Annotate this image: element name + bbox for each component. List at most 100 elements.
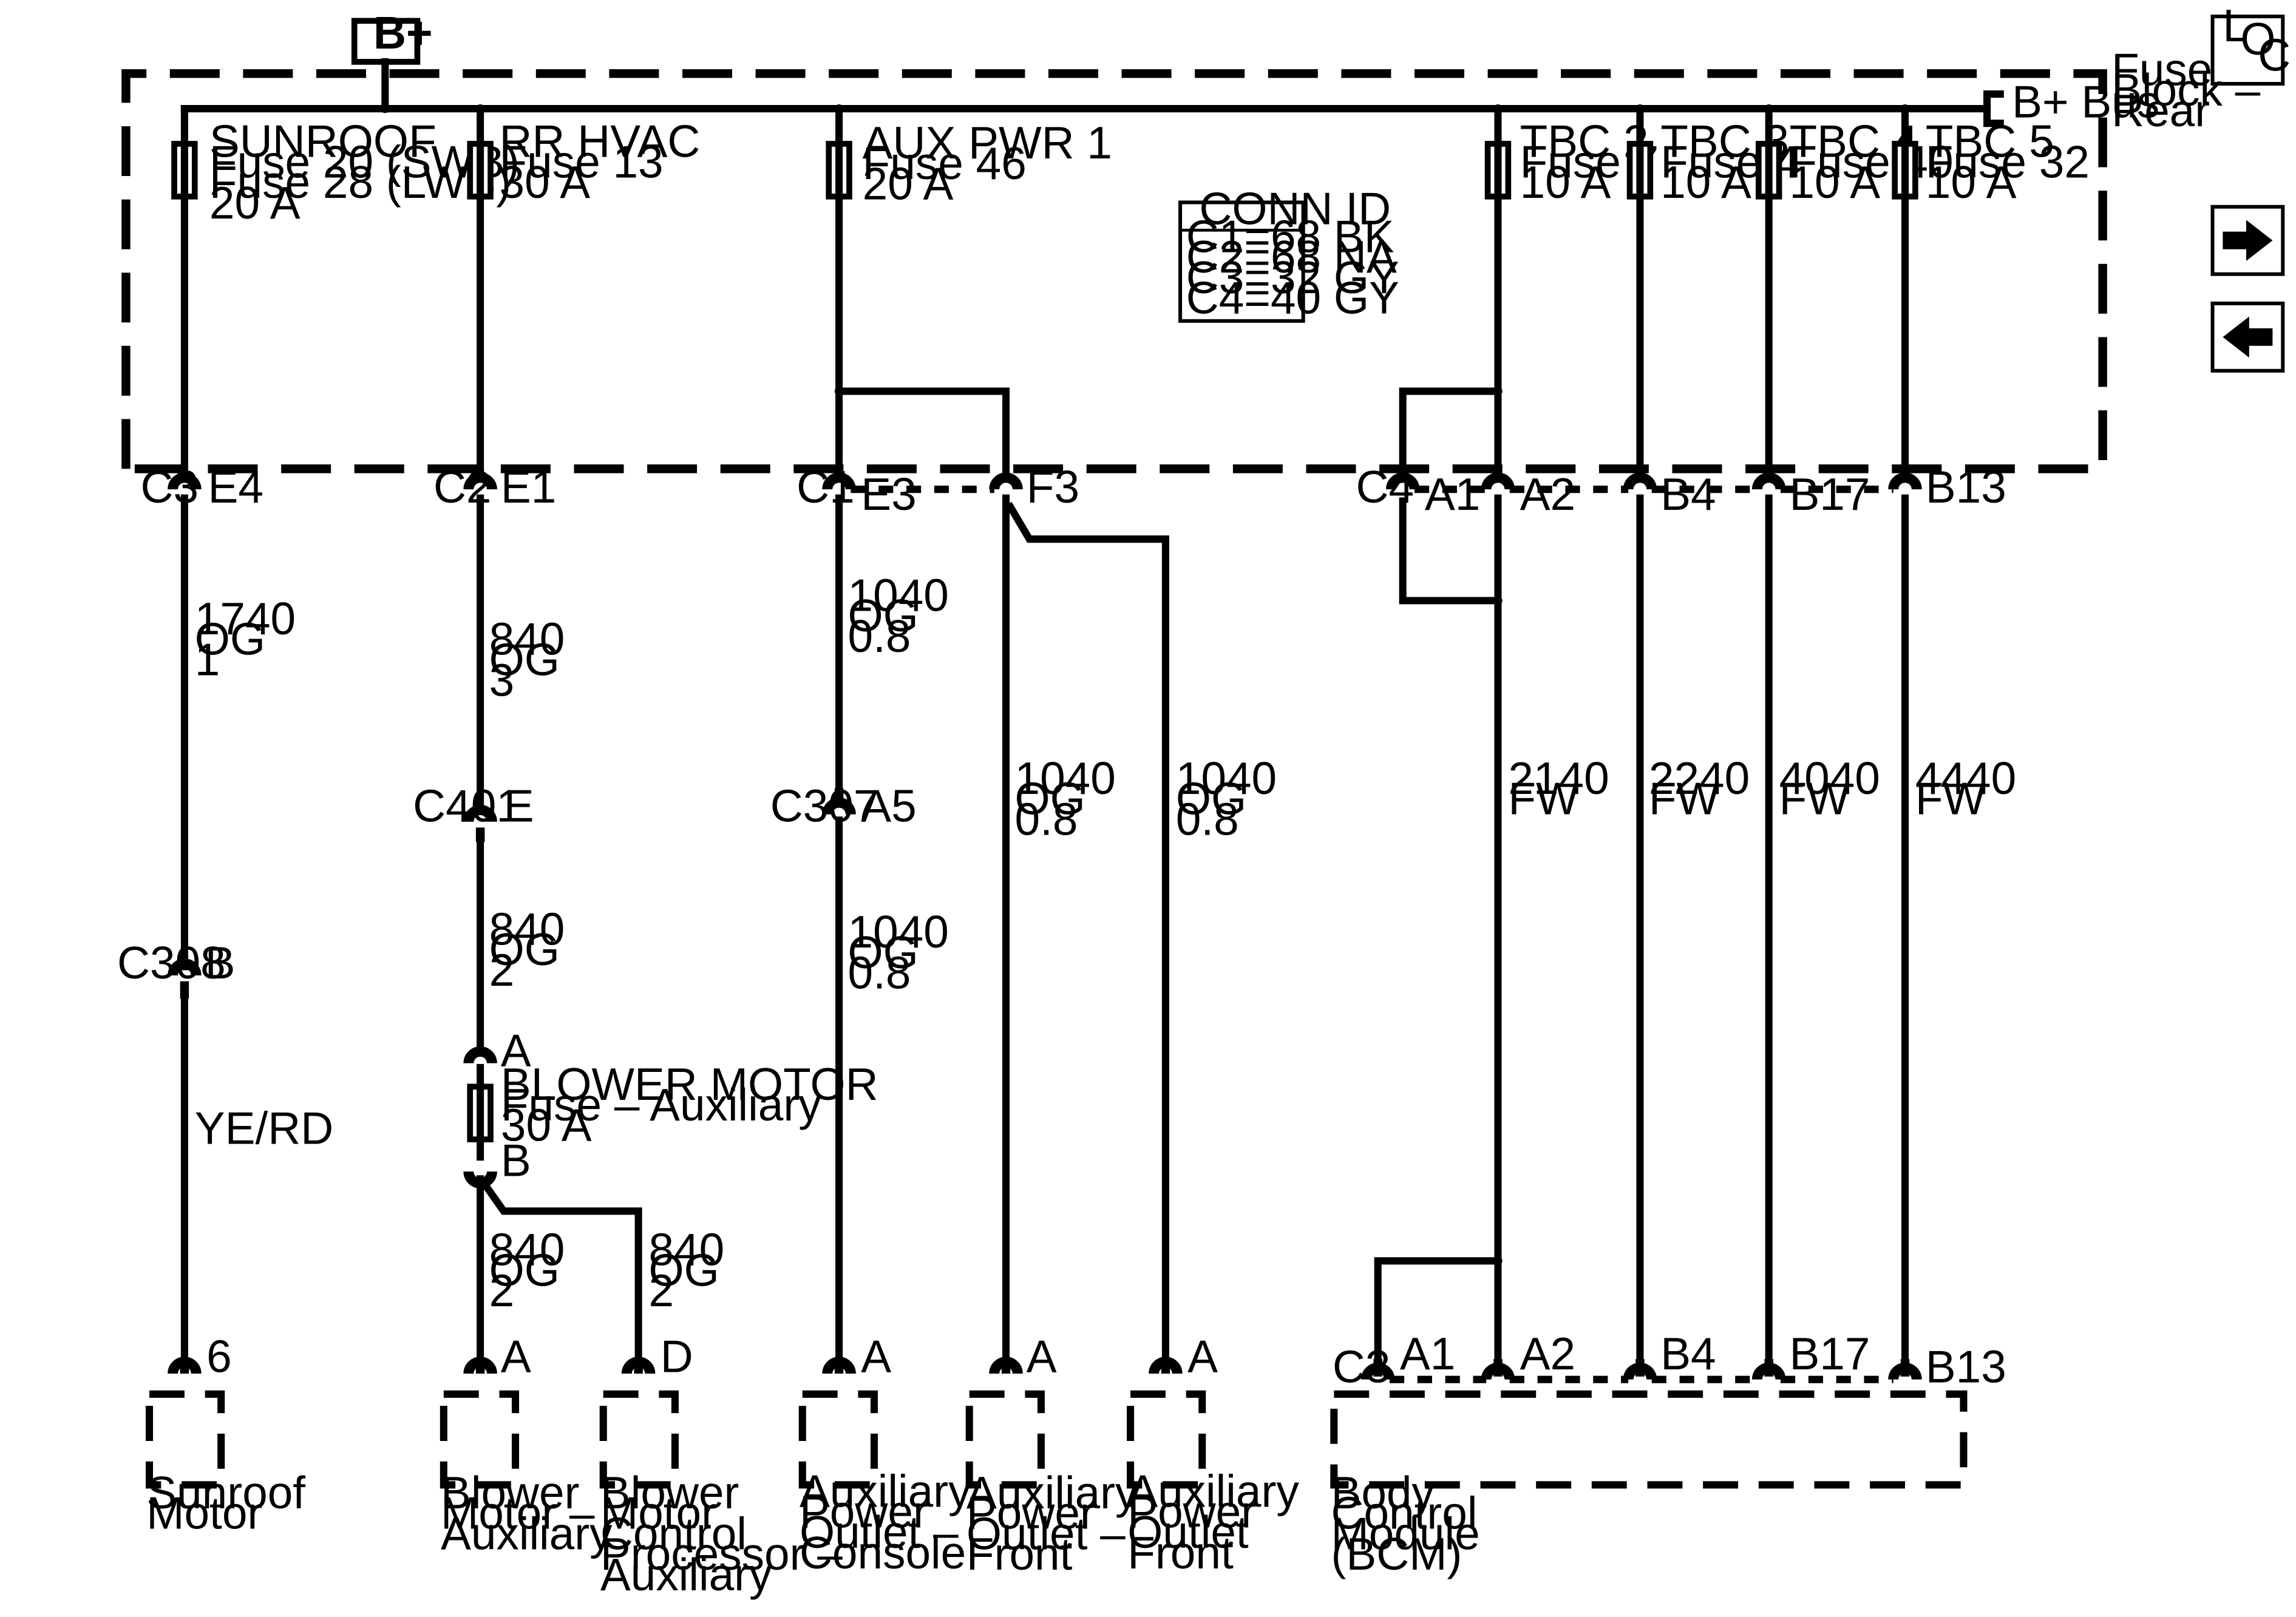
loc-button[interactable]: L O C xyxy=(2210,0,2291,86)
svg-text:Outlet –: Outlet – xyxy=(800,1507,959,1558)
bplus-bus: B+ Bus xyxy=(180,76,2159,127)
svg-text:B4: B4 xyxy=(1660,469,1716,520)
svg-text:OG: OG xyxy=(1015,773,1085,824)
svg-text:2: 2 xyxy=(649,1265,674,1316)
svg-text:B: B xyxy=(205,937,236,988)
svg-text:YE/RD: YE/RD xyxy=(195,1102,334,1153)
blower-motor-aux-label: Blower xyxy=(441,1467,580,1518)
connector-c1-e3: C1 E3 xyxy=(796,461,917,520)
svg-text:B4: B4 xyxy=(1660,1328,1716,1379)
blower-control-processor-label: Blower xyxy=(600,1467,739,1518)
svg-text:B17: B17 xyxy=(1789,469,1870,520)
svg-text:E4: E4 xyxy=(208,461,263,512)
fuse-block-rear-outline xyxy=(121,69,2107,473)
svg-text:Power: Power xyxy=(966,1488,1095,1539)
fuse-rr-hvac: RR HVAC Fuse 13 30 A xyxy=(467,105,700,208)
svg-text:Front: Front xyxy=(1127,1527,1234,1578)
svg-text:B+: B+ xyxy=(373,7,433,58)
svg-text:3: 3 xyxy=(489,654,515,705)
svg-text:RR HVAC: RR HVAC xyxy=(499,116,700,167)
svg-text:E: E xyxy=(504,781,534,832)
fuse-block-label: Fuse xyxy=(2111,44,2212,95)
fuse-sunroof: SUNROOF Fuse 20 (SWB) Fuse 28 (LWB) 20 A xyxy=(171,105,520,228)
aux-power-outlet-front-2-label: Auxiliary xyxy=(1127,1466,1299,1517)
svg-text:Fuse – Auxiliary: Fuse – Auxiliary xyxy=(501,1079,821,1130)
aux-power-outlet-console-label: Auxiliary xyxy=(800,1466,971,1517)
svg-text:A: A xyxy=(861,1331,891,1382)
circuit-aux-pwr: 1040 OG 0.8 C307 A5 1040 OG 0.8 1040 OG … xyxy=(770,494,1299,1579)
svg-text:A1: A1 xyxy=(1400,1328,1455,1379)
connector-c3-e4: C3 E4 xyxy=(141,461,263,512)
svg-text:Motor: Motor xyxy=(600,1488,716,1539)
connector-c308: C308 xyxy=(117,937,226,988)
svg-text:CONN ID: CONN ID xyxy=(1199,183,1391,234)
svg-text:C4=40 GY: C4=40 GY xyxy=(1186,273,1399,324)
svg-text:A5: A5 xyxy=(861,781,916,832)
svg-text:1740: 1740 xyxy=(195,593,296,644)
sunroof-motor-label: Sunroof xyxy=(146,1467,305,1518)
next-page-button[interactable] xyxy=(2210,205,2285,276)
svg-text:840: 840 xyxy=(489,1224,565,1275)
svg-text:FW: FW xyxy=(1779,773,1850,824)
svg-text:A: A xyxy=(1187,1331,1218,1382)
svg-text:Outlet –: Outlet – xyxy=(966,1508,1126,1559)
connector-f3: F3 xyxy=(989,461,1079,512)
connector-c307: C307 xyxy=(770,781,879,832)
svg-text:20 A: 20 A xyxy=(209,177,301,228)
svg-text:Control: Control xyxy=(600,1508,747,1559)
conn-id-table: CONN ID C1=68 BK C2=68 NA C3=32 GY C4=40… xyxy=(1178,183,1399,324)
svg-text:A: A xyxy=(501,1331,531,1382)
svg-text:B13: B13 xyxy=(1926,1341,2006,1392)
svg-text:B17: B17 xyxy=(1789,1328,1870,1379)
svg-text:Auxiliary: Auxiliary xyxy=(441,1508,613,1559)
svg-text:L: L xyxy=(2223,0,2248,51)
svg-text:C3: C3 xyxy=(1333,1341,1391,1392)
prev-page-button[interactable] xyxy=(2210,301,2285,373)
blower-motor-fuse-label: BLOWER MOTOR xyxy=(501,1059,878,1110)
svg-text:C3=32 GY: C3=32 GY xyxy=(1186,252,1399,303)
svg-text:4440: 4440 xyxy=(1915,753,2016,804)
arrow-right-icon xyxy=(2223,220,2273,261)
svg-text:OG: OG xyxy=(195,614,265,665)
svg-text:2140: 2140 xyxy=(1508,753,1609,804)
svg-text:Power: Power xyxy=(1127,1486,1256,1537)
svg-text:6: 6 xyxy=(206,1331,232,1382)
svg-text:C1: C1 xyxy=(796,461,855,512)
svg-text:Fuse 40: Fuse 40 xyxy=(1789,136,1953,187)
aux-power-outlet-front-label: Auxiliary xyxy=(966,1467,1138,1518)
svg-text:Front: Front xyxy=(966,1528,1073,1579)
svg-text:B+ Bus: B+ Bus xyxy=(2012,76,2159,127)
connector-c2-e1: C2 E1 xyxy=(433,461,556,512)
svg-text:Rear: Rear xyxy=(2111,85,2210,136)
connector-c4-a1: C4 A1 xyxy=(1356,461,1481,520)
svg-text:OG: OG xyxy=(489,634,560,685)
connector-b17: B17 xyxy=(1751,469,1870,520)
connector-b4: B4 xyxy=(1623,469,1716,520)
svg-text:2: 2 xyxy=(489,1265,515,1316)
svg-text:1040: 1040 xyxy=(1015,753,1116,804)
svg-text:A2: A2 xyxy=(1520,469,1575,520)
svg-text:C3: C3 xyxy=(141,461,199,512)
svg-text:0.8: 0.8 xyxy=(848,611,911,662)
svg-text:840: 840 xyxy=(489,903,565,954)
svg-text:Processor –: Processor – xyxy=(600,1528,843,1579)
svg-text:C: C xyxy=(2258,29,2291,80)
svg-text:2: 2 xyxy=(489,944,515,995)
fuse-aux-pwr-1: AUX PWR 1 Fuse 46 20 A xyxy=(826,105,1112,209)
svg-text:1040: 1040 xyxy=(848,569,949,620)
svg-text:0.8: 0.8 xyxy=(848,947,911,998)
svg-text:A2: A2 xyxy=(1520,1328,1575,1379)
svg-text:1: 1 xyxy=(195,634,220,685)
connector-a2: A2 xyxy=(1481,469,1575,520)
circuit-tbc-bcm: 2140 FW 2240 FW 4040 FW 4440 FW C3 A1 A2… xyxy=(1330,494,2016,1579)
svg-text:OG: OG xyxy=(848,590,919,641)
svg-text:(BCM): (BCM) xyxy=(1331,1528,1462,1579)
svg-text:OG: OG xyxy=(489,924,560,975)
arrow-left-icon xyxy=(2223,316,2273,358)
svg-text:Fuse 13: Fuse 13 xyxy=(499,136,663,187)
svg-text:E1: E1 xyxy=(501,461,556,512)
svg-text:B13: B13 xyxy=(1926,461,2006,512)
svg-text:30 A: 30 A xyxy=(499,157,590,208)
svg-text:AUX PWR 1: AUX PWR 1 xyxy=(863,117,1112,168)
